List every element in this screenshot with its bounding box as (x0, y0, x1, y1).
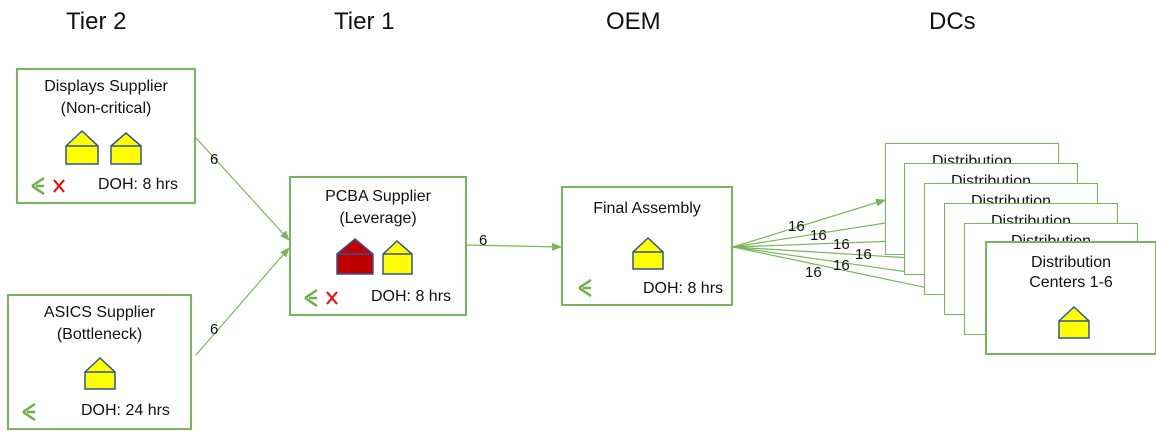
edge-label-pcba: 6 (479, 232, 487, 249)
node-asics-supplier[interactable]: ASICS Supplier (Bottleneck) DOH: 24 hrs (7, 294, 192, 430)
node-title: PCBA Supplier (325, 188, 431, 205)
route-icon (304, 289, 338, 307)
edge-label-asics: 6 (210, 321, 218, 338)
edge-displays-pcba (195, 137, 290, 241)
node-subtitle: (Leverage) (339, 210, 417, 227)
node-subtitle: (Non-critical) (60, 100, 152, 117)
doh-label: DOH: 8 hrs (98, 176, 179, 193)
edge-label-dc-3: 16 (833, 236, 850, 253)
dc-subtitle: Centers 1-6 (1029, 274, 1113, 291)
node-title: ASICS Supplier (43, 304, 156, 321)
node-title: Displays Supplier (44, 78, 168, 95)
doh-label: DOH: 8 hrs (643, 280, 724, 297)
dcs-header: DCs (929, 8, 976, 35)
node-subtitle: (Bottleneck) (56, 326, 143, 343)
node-displays-supplier[interactable]: Displays Supplier (Non-critical) DOH: 8 … (16, 68, 196, 204)
route-icon (578, 279, 592, 297)
factory-icon (336, 238, 413, 275)
warehouse-icon (65, 129, 142, 165)
cross-icon (53, 179, 65, 193)
edge-pcba-final (465, 242, 562, 251)
dc-card-front[interactable]: Distribution Centers 1-6 (985, 241, 1156, 355)
doh-label: DOH: 24 hrs (81, 402, 170, 419)
warehouse-icon (84, 356, 116, 390)
edge-label-displays: 6 (210, 151, 218, 168)
tier2-header: Tier 2 (66, 8, 127, 35)
edge-final-dc2 (732, 217, 905, 248)
tier1-header: Tier 1 (334, 8, 395, 35)
dc-title: Distribution (1030, 254, 1112, 271)
edge-label-dc-1: 16 (788, 218, 805, 235)
route-icon (31, 177, 65, 195)
cross-icon (326, 291, 338, 305)
node-pcba-supplier[interactable]: PCBA Supplier (Leverage) DOH: 8 hrs (289, 176, 467, 316)
warehouse-icon (1058, 305, 1090, 339)
warehouse-icon (632, 236, 664, 270)
edge-label-dc-6: 16 (805, 264, 822, 281)
edge-label-dc-4: 16 (855, 246, 872, 263)
oem-header: OEM (606, 8, 661, 35)
doh-label: DOH: 8 hrs (371, 288, 452, 305)
route-icon (22, 403, 36, 421)
edge-final-dc1 (732, 198, 886, 248)
node-title: Final Assembly (593, 200, 701, 217)
edge-label-dc-5: 16 (833, 257, 850, 274)
node-final-assembly[interactable]: Final Assembly DOH: 8 hrs (561, 186, 733, 306)
edge-label-dc-2: 16 (810, 227, 827, 244)
edge-asics-pcba (195, 247, 290, 356)
